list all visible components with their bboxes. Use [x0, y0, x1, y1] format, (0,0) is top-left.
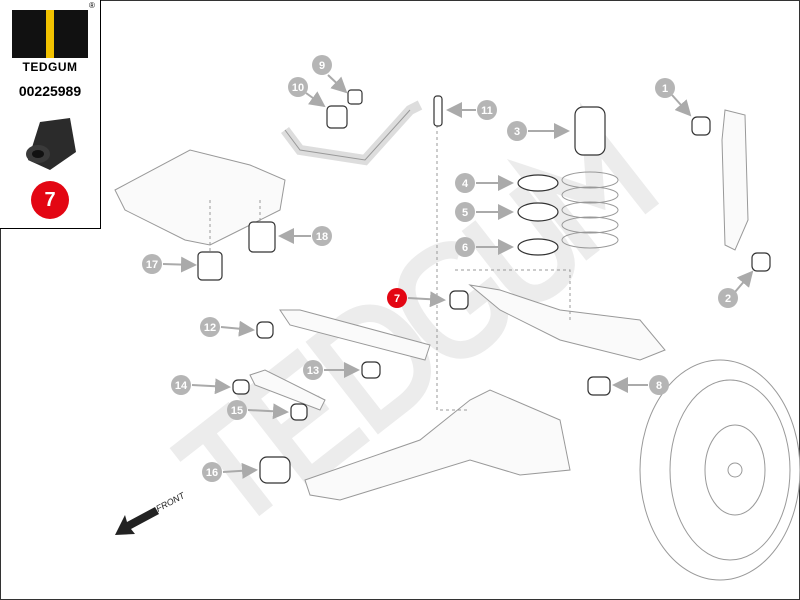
position-badge: 7 — [31, 181, 69, 219]
bushing-12 — [256, 321, 274, 339]
link-arm-upper — [279, 309, 431, 361]
tedgum-logo — [12, 10, 88, 58]
spring-seat-6 — [517, 238, 559, 256]
front-indicator: FRONT — [115, 490, 188, 535]
svg-text:6: 6 — [462, 242, 468, 254]
callout-13[interactable]: 13 — [303, 360, 323, 380]
callout-3[interactable]: 3 — [507, 121, 527, 141]
bushing-14 — [232, 379, 250, 395]
bushing-product-image — [26, 118, 76, 170]
callout-10[interactable]: 10 — [288, 77, 308, 97]
callout-9[interactable]: 9 — [312, 55, 332, 75]
svg-text:4: 4 — [462, 178, 469, 190]
spring-seat-4 — [517, 174, 559, 192]
stabilizer-link-11 — [433, 95, 443, 127]
svg-text:18: 18 — [316, 231, 328, 243]
bump-stop-3 — [574, 106, 606, 156]
bushing-16 — [259, 456, 291, 484]
svg-text:17: 17 — [146, 259, 158, 271]
front-label: FRONT — [154, 490, 187, 514]
callout-11[interactable]: 11 — [477, 100, 497, 120]
callout-6[interactable]: 6 — [455, 237, 475, 257]
svg-text:9: 9 — [319, 60, 325, 72]
registered-mark: ® — [89, 1, 95, 10]
callout-2[interactable]: 2 — [718, 288, 738, 308]
svg-text:14: 14 — [175, 380, 188, 392]
shock-absorber — [721, 109, 749, 251]
part-number: 00225989 — [18, 83, 82, 99]
svg-text:3: 3 — [514, 126, 520, 138]
callout-16[interactable]: 16 — [202, 462, 222, 482]
svg-text:15: 15 — [231, 405, 243, 417]
product-sidebar: ® TEDGUM 00225989 7 — [0, 0, 101, 229]
svg-text:13: 13 — [307, 365, 319, 377]
link-arm-lower — [249, 369, 326, 411]
callout-5[interactable]: 5 — [455, 202, 475, 222]
lower-control-arm — [468, 284, 666, 361]
subframe-mount-17 — [197, 251, 223, 281]
front-arrow-icon — [115, 507, 159, 535]
svg-text:11: 11 — [481, 105, 493, 117]
brand-name: TEDGUM — [22, 60, 78, 74]
bushing-7 — [449, 290, 469, 310]
subframe-mount-18 — [248, 221, 276, 253]
stabilizer-bushing-10 — [326, 105, 348, 129]
bushing-15 — [290, 403, 308, 421]
bushing-8 — [587, 376, 611, 396]
bushing-13 — [361, 361, 381, 379]
bushing-2 — [751, 252, 771, 272]
stabilizer-clamp-9 — [347, 89, 363, 105]
bearing-5 — [517, 202, 559, 222]
callout-14[interactable]: 14 — [171, 375, 191, 395]
svg-text:5: 5 — [462, 207, 468, 219]
svg-text:8: 8 — [656, 380, 662, 392]
callout-8[interactable]: 8 — [649, 375, 669, 395]
svg-text:1: 1 — [662, 83, 668, 95]
callout-18[interactable]: 18 — [312, 226, 332, 246]
svg-text:16: 16 — [206, 467, 218, 479]
svg-text:10: 10 — [292, 82, 304, 94]
bushing-1 — [691, 116, 711, 136]
coil-spring — [561, 171, 619, 249]
svg-text:2: 2 — [725, 293, 731, 305]
stabilizer-bar — [281, 100, 423, 166]
svg-text:7: 7 — [394, 293, 400, 305]
wheel — [639, 359, 800, 581]
callout-12[interactable]: 12 — [200, 317, 220, 337]
trailing-arm — [304, 389, 571, 501]
callout-17[interactable]: 17 — [142, 254, 162, 274]
callout-4[interactable]: 4 — [455, 173, 475, 193]
svg-text:12: 12 — [204, 322, 216, 334]
callout-7-highlighted[interactable]: 7 — [387, 288, 407, 308]
callout-15[interactable]: 15 — [227, 400, 247, 420]
callout-1[interactable]: 1 — [655, 78, 675, 98]
